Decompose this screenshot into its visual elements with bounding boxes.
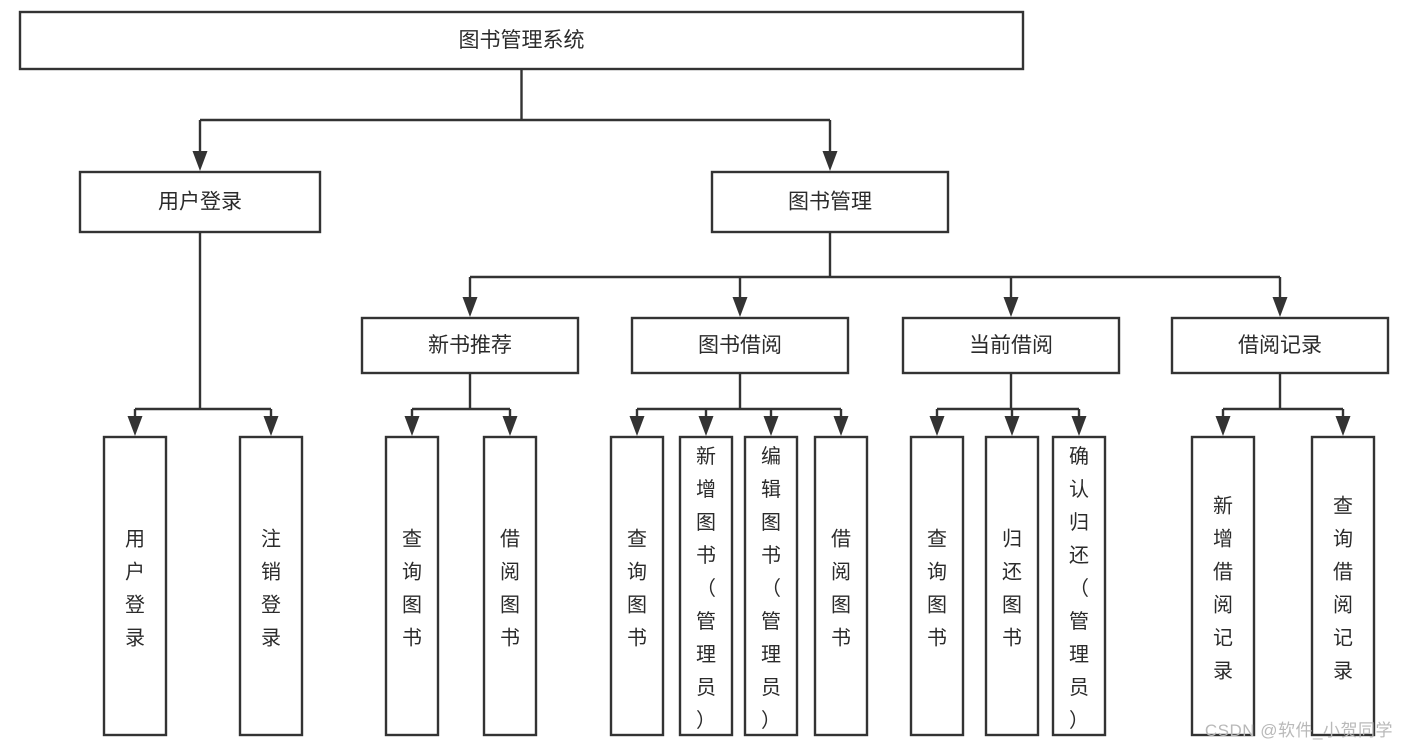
node-leaf-add-record[interactable]: 新增借阅记录 [1190, 435, 1256, 737]
node-book-borrow[interactable]: 图书借阅 [630, 316, 850, 375]
arrow-head-icon [1335, 416, 1351, 436]
arrow-head-icon [462, 297, 478, 317]
node-borrow-record[interactable]: 借阅记录 [1170, 316, 1390, 375]
node-label: 借阅记录 [1238, 334, 1322, 357]
arrow-head-icon [833, 416, 849, 436]
node-box [630, 316, 850, 375]
node-new-book-rec[interactable]: 新书推荐 [360, 316, 580, 375]
node-leaf-query-book-1[interactable]: 查询图书 [384, 435, 440, 737]
arrow-head-icon [1272, 297, 1288, 317]
node-box [102, 435, 168, 737]
arrow-head-icon [1004, 416, 1020, 436]
node-current-borrow[interactable]: 当前借阅 [901, 316, 1121, 375]
edges-layer [127, 69, 1351, 436]
node-leaf-user-logout[interactable]: 注销登录 [238, 435, 304, 737]
node-box [813, 435, 869, 737]
node-root[interactable]: 图书管理系统 [18, 10, 1025, 71]
node-label: 归还图书 [1002, 528, 1022, 650]
node-box [984, 435, 1040, 737]
node-label: 用户登录 [158, 191, 242, 214]
node-leaf-add-book[interactable]: 新增图书（管理员） [678, 435, 734, 737]
arrow-head-icon [822, 151, 838, 171]
node-box [360, 316, 580, 375]
arrow-head-icon [192, 151, 208, 171]
node-label: 确认归还（管理员） [1069, 445, 1089, 732]
node-box [678, 435, 734, 737]
node-label: 借阅图书 [831, 528, 851, 650]
arrow-head-icon [732, 297, 748, 317]
arrow-head-icon [1071, 416, 1087, 436]
node-label: 查询借阅记录 [1333, 495, 1353, 683]
node-leaf-query-record[interactable]: 查询借阅记录 [1310, 435, 1376, 737]
node-box [909, 435, 965, 737]
node-label: 编辑图书（管理员） [761, 445, 781, 732]
node-box [1051, 435, 1107, 737]
node-box [609, 435, 665, 737]
node-book-manage[interactable]: 图书管理 [710, 170, 950, 234]
node-box [743, 435, 799, 737]
node-label: 查询图书 [402, 528, 422, 650]
node-user-login[interactable]: 用户登录 [78, 170, 322, 234]
node-leaf-borrow-book-2[interactable]: 借阅图书 [813, 435, 869, 737]
node-leaf-confirm-return[interactable]: 确认归还（管理员） [1051, 435, 1107, 737]
node-leaf-user-login[interactable]: 用户登录 [102, 435, 168, 737]
arrow-head-icon [763, 416, 779, 436]
node-leaf-query-book-2[interactable]: 查询图书 [609, 435, 665, 737]
node-box [78, 170, 322, 234]
arrow-head-icon [1215, 416, 1231, 436]
node-label: 新增图书（管理员） [696, 445, 716, 732]
node-label: 图书管理系统 [459, 29, 585, 52]
watermark-label: CSDN @软件_小贺同学 [1204, 721, 1393, 740]
nodes-layer: 图书管理系统用户登录图书管理新书推荐图书借阅当前借阅借阅记录用户登录注销登录查询… [18, 10, 1390, 737]
node-box [1170, 316, 1390, 375]
node-label: 新书推荐 [428, 334, 512, 357]
arrow-head-icon [263, 416, 279, 436]
node-box [1310, 435, 1376, 737]
node-leaf-query-book-3[interactable]: 查询图书 [909, 435, 965, 737]
node-box [18, 10, 1025, 71]
node-label: 借阅图书 [500, 528, 520, 650]
node-leaf-return-book[interactable]: 归还图书 [984, 435, 1040, 737]
node-label: 查询图书 [627, 528, 647, 650]
node-box [238, 435, 304, 737]
arrow-head-icon [502, 416, 518, 436]
node-label: 注销登录 [261, 528, 281, 650]
arrow-head-icon [1003, 297, 1019, 317]
node-leaf-edit-book[interactable]: 编辑图书（管理员） [743, 435, 799, 737]
node-box [384, 435, 440, 737]
node-box [710, 170, 950, 234]
node-label: 图书管理 [788, 191, 872, 214]
node-label: 当前借阅 [969, 334, 1053, 357]
node-box [1190, 435, 1256, 737]
node-label: 新增借阅记录 [1213, 495, 1233, 683]
node-label: 用户登录 [125, 529, 145, 650]
node-label: 图书借阅 [698, 334, 782, 357]
arrow-head-icon [929, 416, 945, 436]
arrow-head-icon [404, 416, 420, 436]
arrow-head-icon [698, 416, 714, 436]
arrow-head-icon [127, 416, 143, 436]
node-box [901, 316, 1121, 375]
node-leaf-borrow-book-1[interactable]: 借阅图书 [482, 435, 538, 737]
node-box [482, 435, 538, 737]
node-label: 查询图书 [927, 528, 947, 650]
arrow-head-icon [629, 416, 645, 436]
